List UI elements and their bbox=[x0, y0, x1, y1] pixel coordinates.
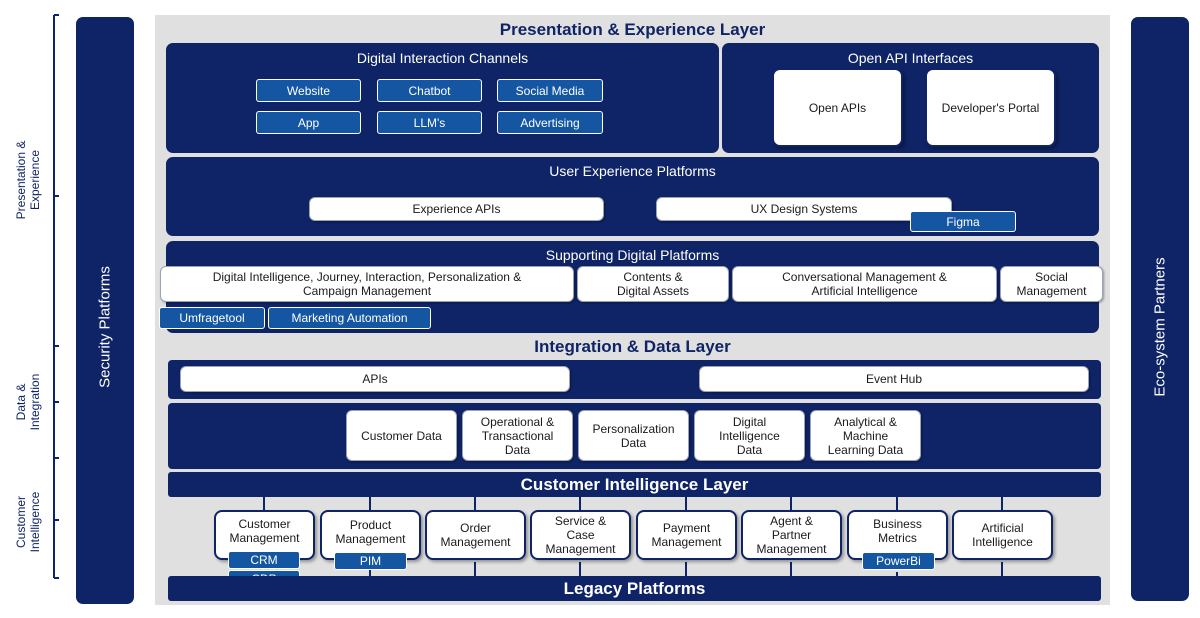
channel-app: App bbox=[256, 111, 361, 134]
ux-design-systems-box: UX Design Systems bbox=[656, 197, 952, 221]
digital-interaction-channels-title: Digital Interaction Channels bbox=[356, 50, 529, 66]
open-apis-card: Open APIs bbox=[772, 68, 903, 147]
digital-intelligence-journey-box: Digital Intelligence, Journey, Interacti… bbox=[160, 266, 574, 302]
figma-tag: Figma bbox=[910, 211, 1016, 232]
experience-apis-box: Experience APIs bbox=[309, 197, 604, 221]
user-experience-platforms-title: User Experience Platforms bbox=[549, 163, 716, 179]
powerbi-tag: PowerBi bbox=[862, 552, 935, 570]
channel-llms: LLM's bbox=[377, 111, 482, 134]
channel-advertising: Advertising bbox=[497, 111, 603, 134]
channel-chatbot: Chatbot bbox=[377, 79, 482, 102]
presentation-layer-title: Presentation & Experience Layer bbox=[499, 20, 766, 39]
channel-social-media: Social Media bbox=[497, 79, 603, 102]
conversational-management-box: Conversational Management &Artificial In… bbox=[732, 266, 997, 302]
left-bracket bbox=[53, 14, 59, 579]
apis-bar: APIs bbox=[180, 366, 570, 392]
open-api-interfaces-title: Open API Interfaces bbox=[847, 50, 974, 66]
umfragetool-tag: Umfragetool bbox=[159, 307, 265, 329]
crm-tag: CRM bbox=[228, 551, 300, 569]
customer-data-box: Customer Data bbox=[346, 410, 457, 461]
event-hub-bar: Event Hub bbox=[699, 366, 1089, 392]
legacy-platforms-title: Legacy Platforms bbox=[563, 578, 706, 598]
pim-tag: PIM bbox=[334, 552, 407, 570]
customer-intelligence-layer-title: Customer Intelligence Layer bbox=[520, 474, 749, 494]
channel-website: Website bbox=[256, 79, 361, 102]
marketing-automation-tag: Marketing Automation bbox=[268, 307, 431, 329]
integration-layer-title: Integration & Data Layer bbox=[534, 337, 731, 356]
developers-portal-card: Developer's Portal bbox=[925, 68, 1056, 147]
legacy-platforms-bar: Legacy Platforms bbox=[168, 576, 1101, 601]
customer-intelligence-layer-bar: Customer Intelligence Layer bbox=[168, 472, 1101, 497]
ecosystem-partners-pillar: Eco-system Partners bbox=[1131, 17, 1189, 601]
security-platforms-pillar: Security Platforms bbox=[76, 17, 134, 604]
contents-digital-assets-box: Contents &Digital Assets bbox=[577, 266, 729, 302]
supporting-digital-platforms-title: Supporting Digital Platforms bbox=[545, 247, 720, 263]
